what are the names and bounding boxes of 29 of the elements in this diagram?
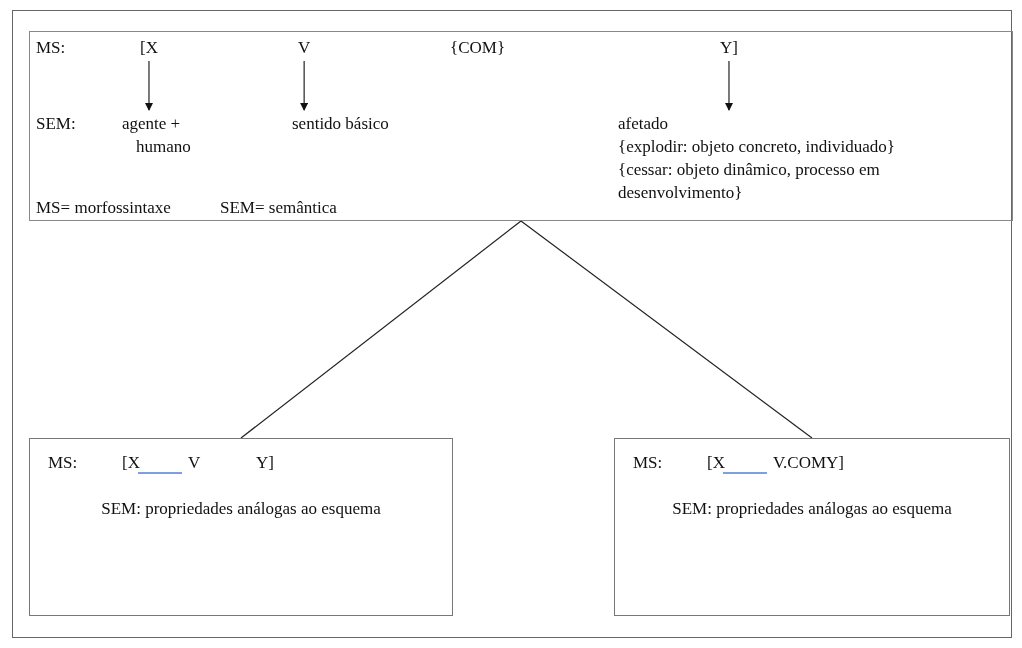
schema-box [29, 438, 453, 616]
slot-label: [X [140, 36, 158, 59]
abbreviation-note: MS= morfossintaxe [36, 197, 171, 219]
slot-label: Y] [720, 36, 738, 59]
slot-label: V [188, 452, 201, 474]
arrow [300, 60, 309, 111]
connector-line [240, 220, 522, 439]
connector-line [520, 220, 813, 439]
ms-label: MS: [36, 37, 66, 59]
slot-label: [X [122, 452, 140, 474]
slot-label: V [298, 36, 311, 59]
semantic-role-text: sentido básico [292, 112, 389, 135]
schema-box [614, 438, 1010, 616]
ms-label: MS: [48, 452, 78, 474]
abbreviation-note: SEM= semântica [220, 197, 337, 219]
ms-label: MS: [633, 452, 663, 474]
arrow [725, 60, 733, 111]
slot-label: V.COMY] [773, 452, 844, 474]
slot-label: Y] [256, 452, 274, 474]
semantic-role-text: afetado {explodir: objeto concreto, individuado} {cessar: objeto dinâmico, processo em desenvolvimento} [618, 112, 998, 204]
semantics-text: SEM: propriedades análogas ao esquema [100, 498, 382, 520]
slot-label: [X [707, 452, 725, 474]
semantics-text: SEM: propriedades análogas ao esquema [671, 498, 953, 520]
semantic-role-text: agente + humano [122, 112, 212, 158]
slot-label: {COM} [450, 36, 506, 59]
diagram-frame [12, 10, 1012, 638]
schema-box [29, 31, 1013, 221]
arrow [145, 60, 153, 111]
sem-label: SEM: [36, 113, 76, 135]
